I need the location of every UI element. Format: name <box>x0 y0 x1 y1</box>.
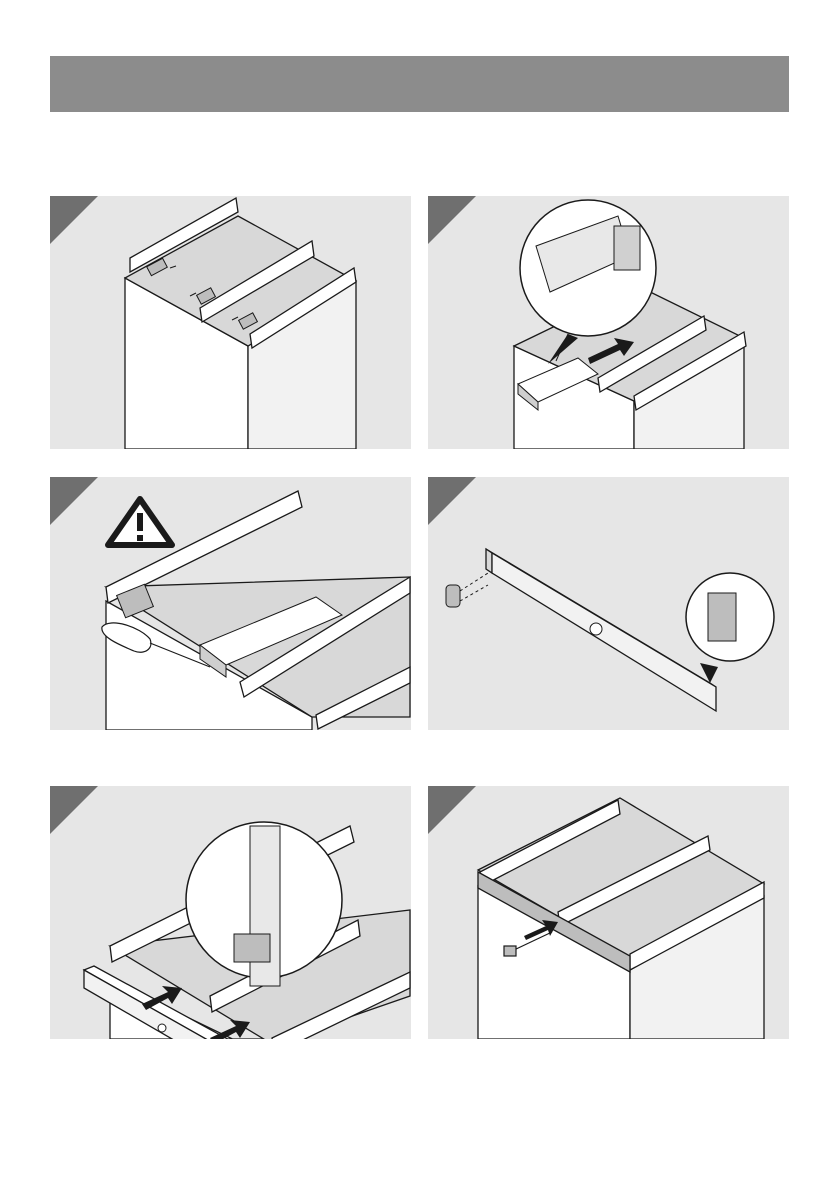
step-4-corner-badge <box>428 477 476 525</box>
step-3-panel <box>50 477 411 730</box>
install-handle-icon <box>428 786 789 1039</box>
front-panel-bracket-icon <box>428 477 789 730</box>
step-6-corner-badge <box>428 786 476 834</box>
slide-insert-icon <box>428 196 789 449</box>
step-1-panel <box>50 196 411 449</box>
attach-front-icon <box>50 786 411 1039</box>
header-bar <box>50 56 789 112</box>
step-4-panel <box>428 477 789 730</box>
step-6-panel <box>428 786 789 1039</box>
screwdriver-warning-icon <box>50 477 411 730</box>
step-2-panel <box>428 196 789 449</box>
step-5-corner-badge <box>50 786 98 834</box>
step-1-corner-badge <box>50 196 98 244</box>
step-3-corner-badge <box>50 477 98 525</box>
cabinet-brackets-icon <box>50 196 411 449</box>
step-5-panel <box>50 786 411 1039</box>
step-2-corner-badge <box>428 196 476 244</box>
